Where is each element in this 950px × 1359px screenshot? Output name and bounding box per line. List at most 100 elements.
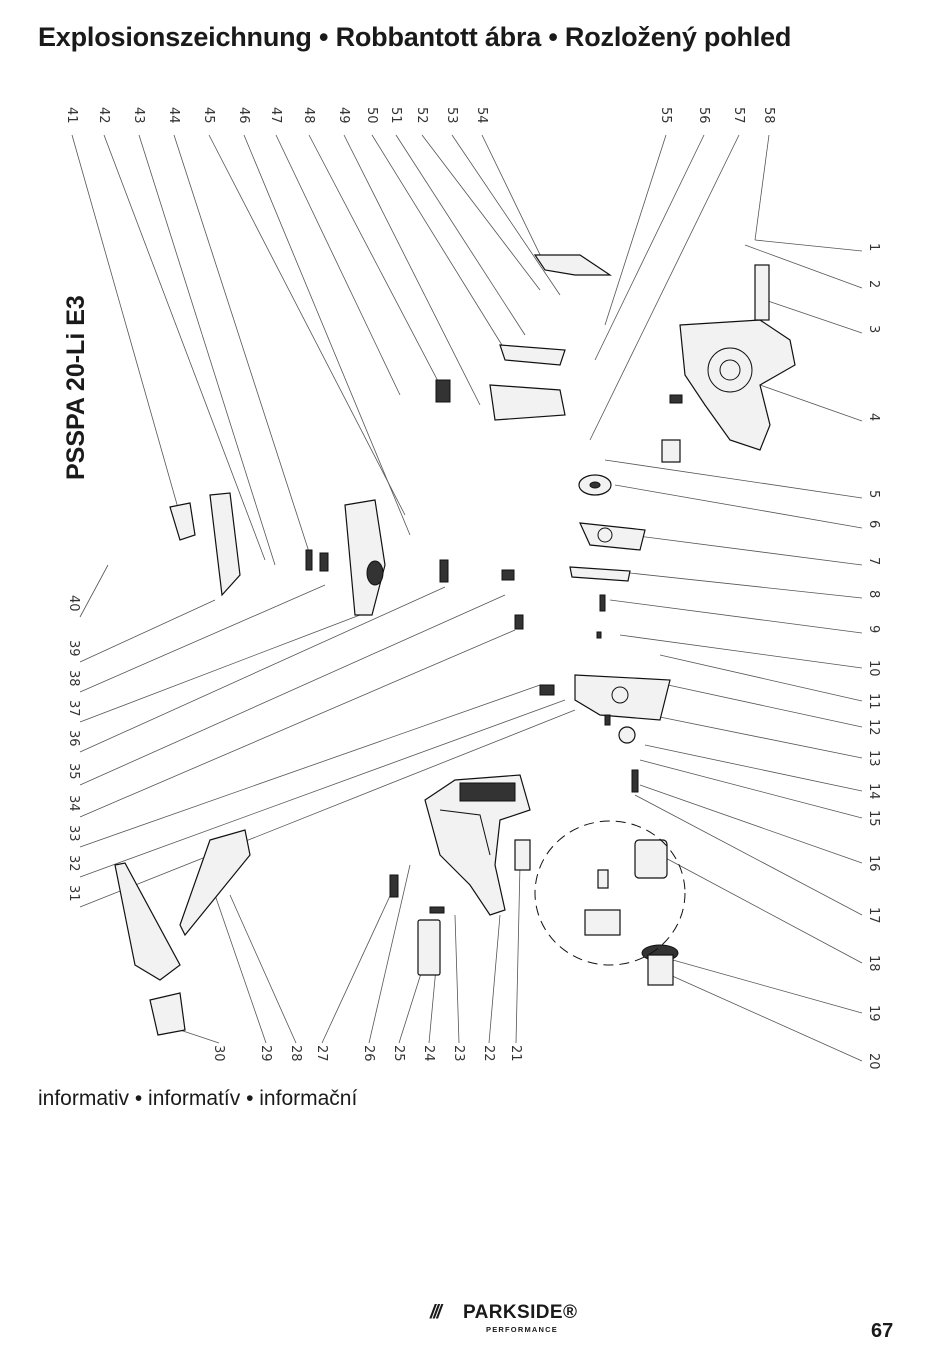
part-label-54: 54 xyxy=(474,107,489,124)
part-label-12: 12 xyxy=(866,719,881,736)
leader-line-36 xyxy=(79,586,446,753)
leader-line-49 xyxy=(343,134,481,406)
part-label-31: 31 xyxy=(66,885,81,902)
leader-line-45 xyxy=(208,134,406,516)
leader-line-41 xyxy=(71,134,181,516)
part-label-36: 36 xyxy=(66,730,81,747)
part-label-26: 26 xyxy=(361,1045,376,1062)
part-label-25: 25 xyxy=(391,1045,406,1062)
leader-line-48 xyxy=(308,134,441,386)
motor-stator xyxy=(634,839,668,879)
part-label-19: 19 xyxy=(866,1005,881,1022)
leader-line-20 xyxy=(669,974,863,1062)
part-label-2: 2 xyxy=(866,280,881,288)
part-label-21: 21 xyxy=(508,1045,523,1062)
part-label-20: 20 xyxy=(866,1053,881,1070)
part-label-10: 10 xyxy=(866,660,881,677)
leader-line-29 xyxy=(214,894,267,1044)
saw-blade xyxy=(179,829,251,937)
leader-lines xyxy=(71,134,863,1062)
part-label-17: 17 xyxy=(866,907,881,924)
part-label-44: 44 xyxy=(166,107,181,124)
part-label-41: 41 xyxy=(64,107,79,124)
part-label-9: 9 xyxy=(866,625,881,633)
leader-line-55 xyxy=(604,134,667,326)
leader-line-52 xyxy=(421,134,541,291)
leader-line-47 xyxy=(275,134,401,396)
small-parts xyxy=(305,264,770,914)
part-label-58: 58 xyxy=(761,107,776,124)
leader-line-38 xyxy=(79,584,326,693)
leader-line-54 xyxy=(481,134,546,266)
part-label-4: 4 xyxy=(866,413,881,421)
part-label-7: 7 xyxy=(866,557,881,565)
logo-subline: PERFORMANCE xyxy=(486,1325,558,1334)
part-label-52: 52 xyxy=(414,107,429,124)
part-label-32: 32 xyxy=(66,855,81,872)
handle-housing-half xyxy=(424,774,531,916)
part-label-27: 27 xyxy=(314,1045,329,1062)
part-label-1: 1 xyxy=(866,243,881,251)
leader-line-8 xyxy=(629,572,863,599)
battery-cover xyxy=(417,919,441,976)
leader-line-4 xyxy=(759,384,863,422)
gearbox-plate xyxy=(579,522,646,551)
leader-line-58 xyxy=(754,134,770,241)
part-label-49: 49 xyxy=(336,107,351,124)
part-label-56: 56 xyxy=(696,107,711,124)
part-label-28: 28 xyxy=(288,1045,303,1062)
leader-line-37 xyxy=(79,614,361,723)
page-title: Explosionszeichnung • Robbantott ábra • … xyxy=(38,22,792,52)
upper-bracket xyxy=(499,344,566,366)
page-number: 67 xyxy=(871,1320,894,1342)
leader-line-35 xyxy=(79,594,506,786)
leader-line-33 xyxy=(79,684,541,848)
leader-line-21 xyxy=(515,864,521,1044)
guide-rail xyxy=(209,492,241,597)
leader-line-6 xyxy=(614,484,863,529)
leader-line-46 xyxy=(243,134,411,536)
logo-wordmark: PARKSIDE® xyxy=(463,1302,578,1323)
part-label-18: 18 xyxy=(866,955,881,972)
leader-line-50 xyxy=(371,134,506,351)
motor-armature xyxy=(641,944,679,986)
leader-line-23 xyxy=(454,914,460,1044)
leader-line-17 xyxy=(634,794,863,916)
leader-line-13 xyxy=(649,714,863,759)
leader-line-34 xyxy=(79,629,516,818)
blade-holder xyxy=(569,566,631,582)
leader-line-28 xyxy=(229,894,297,1044)
leader-line-26 xyxy=(368,864,411,1044)
part-label-6: 6 xyxy=(866,520,881,528)
leader-line-27 xyxy=(321,884,396,1044)
part-label-15: 15 xyxy=(866,810,881,827)
part-label-45: 45 xyxy=(201,107,216,124)
leader-line-53 xyxy=(451,134,561,296)
part-label-23: 23 xyxy=(451,1045,466,1062)
part-label-43: 43 xyxy=(131,107,146,124)
leader-line-9 xyxy=(609,599,863,634)
part-label-13: 13 xyxy=(866,750,881,767)
part-label-46: 46 xyxy=(236,107,251,124)
leader-line-15 xyxy=(639,759,863,819)
part-label-57: 57 xyxy=(731,107,746,124)
motor-housing-half xyxy=(679,319,796,451)
leader-line-43 xyxy=(138,134,276,566)
leader-line-14 xyxy=(644,744,863,792)
part-label-16: 16 xyxy=(866,855,881,872)
dust-nozzle xyxy=(114,862,186,1036)
part-label-35: 35 xyxy=(66,763,81,780)
part-label-33: 33 xyxy=(66,825,81,842)
gear-wheel xyxy=(578,474,612,496)
leader-line-11 xyxy=(659,654,863,702)
electronics-group xyxy=(534,820,686,966)
part-label-11: 11 xyxy=(866,693,881,710)
part-label-5: 5 xyxy=(866,490,881,498)
leader-line-56 xyxy=(594,134,705,361)
part-label-34: 34 xyxy=(66,795,81,812)
leader-line-39 xyxy=(79,599,216,663)
part-label-53: 53 xyxy=(444,107,459,124)
base-plate xyxy=(574,674,671,721)
